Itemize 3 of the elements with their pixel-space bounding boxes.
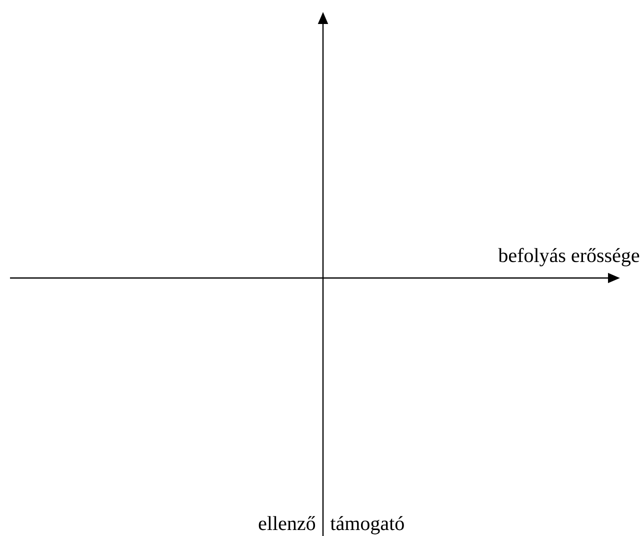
- axis-label: ellenző: [258, 516, 316, 530]
- axis-label: befolyás erőssége: [498, 248, 640, 266]
- axis-label: támogató: [330, 516, 404, 534]
